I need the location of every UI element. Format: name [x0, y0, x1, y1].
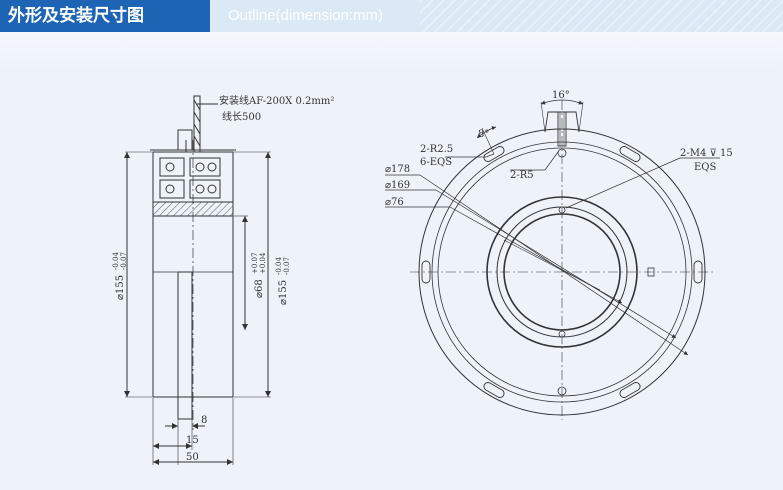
svg-text:-0.04: -0.04	[112, 252, 120, 270]
page-title: 外形及安装尺寸图	[0, 0, 210, 32]
dim-outer-left: ⌀155 -0.04 -0.07	[112, 252, 128, 300]
dim-d169: ⌀169	[385, 180, 410, 191]
svg-text:+0.07: +0.07	[251, 253, 259, 274]
dim-50: 50	[186, 452, 199, 463]
svg-text:-0.07: -0.07	[120, 252, 128, 270]
angle-16: 16°	[552, 90, 570, 101]
svg-text:⌀155: ⌀155	[278, 280, 289, 305]
slot-eqs: 6-EQS	[420, 157, 452, 168]
brush-block-2	[159, 179, 185, 199]
dim-8: 8	[201, 415, 207, 426]
dim-d76: ⌀76	[385, 197, 404, 208]
wire-length: 线长500	[222, 110, 261, 123]
svg-text:-0.04: -0.04	[275, 257, 283, 275]
thread-label: 2-M4 ⊽ 15	[680, 148, 733, 159]
radius-r5: 2-R5	[510, 170, 534, 181]
front-view	[385, 99, 720, 420]
svg-text:⌀68: ⌀68	[254, 279, 265, 298]
brush-block-1	[159, 157, 185, 177]
dim-d178: ⌀178	[385, 164, 410, 175]
wire-label: 安装线AF-200X 0.2mm²	[219, 94, 334, 107]
header-stripes	[420, 0, 783, 32]
dim-inner: ⌀68 +0.07 +0.04	[251, 252, 267, 298]
connector-box	[177, 129, 193, 151]
page-subtitle: Outline(dimension:mm)	[228, 7, 384, 24]
svg-text:+0.04: +0.04	[259, 252, 267, 274]
dim-outer-right: ⌀155 -0.04 -0.07	[275, 257, 291, 305]
angle-8: 8°	[478, 129, 489, 140]
side-view	[124, 95, 271, 465]
dim-15: 15	[186, 435, 199, 446]
svg-text:⌀155: ⌀155	[115, 275, 126, 300]
thread-eqs: EQS	[694, 162, 716, 173]
header-gap	[0, 32, 783, 70]
svg-text:-0.07: -0.07	[283, 257, 291, 275]
slot-label: 2-R2.5	[420, 144, 453, 155]
